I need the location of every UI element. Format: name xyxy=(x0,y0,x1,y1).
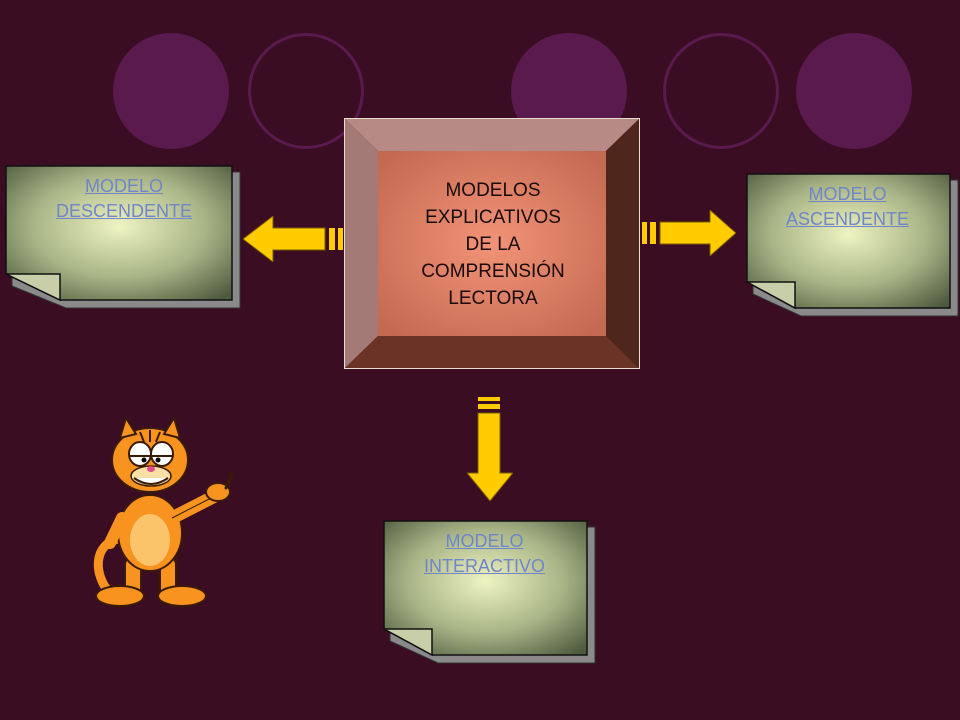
modelo-descendente-card[interactable]: MODELO DESCENDENTE xyxy=(4,164,244,310)
link-line[interactable]: MODELO xyxy=(84,176,163,196)
link-line[interactable]: MODELO xyxy=(445,531,524,551)
central-title-line: EXPLICATIVOS xyxy=(425,206,561,228)
link-line[interactable]: INTERACTIVO xyxy=(423,556,545,576)
modelo-ascendente-card[interactable]: MODELO ASCENDENTE xyxy=(745,172,960,318)
modelo-descendente-link[interactable]: MODELO DESCENDENTE xyxy=(4,174,244,224)
central-title-line: MODELOS xyxy=(445,179,541,201)
central-title-line: DE LA xyxy=(465,233,521,255)
modelo-ascendente-link[interactable]: MODELO ASCENDENTE xyxy=(745,182,950,232)
central-title: MODELOS EXPLICATIVOS DE LA COMPRENSIÓN L… xyxy=(378,152,608,336)
cartoon-cat-icon xyxy=(93,418,234,607)
decorative-circle xyxy=(248,33,364,149)
arrow-down-icon xyxy=(467,397,513,501)
link-line[interactable]: MODELO xyxy=(808,184,887,204)
arrow-right-icon xyxy=(642,210,736,256)
decorative-circle xyxy=(113,33,229,149)
link-line[interactable]: ASCENDENTE xyxy=(785,209,910,229)
arrow-left-icon xyxy=(243,216,343,262)
link-line[interactable]: DESCENDENTE xyxy=(55,201,193,221)
central-title-line: LECTORA xyxy=(448,287,538,309)
central-title-line: COMPRENSIÓN xyxy=(421,260,565,282)
central-bevel-box xyxy=(344,118,640,369)
modelo-interactivo-card[interactable]: MODELO INTERACTIVO xyxy=(382,519,597,665)
decorative-circle xyxy=(663,33,779,149)
modelo-interactivo-link[interactable]: MODELO INTERACTIVO xyxy=(382,529,587,579)
decorative-circle xyxy=(796,33,912,149)
